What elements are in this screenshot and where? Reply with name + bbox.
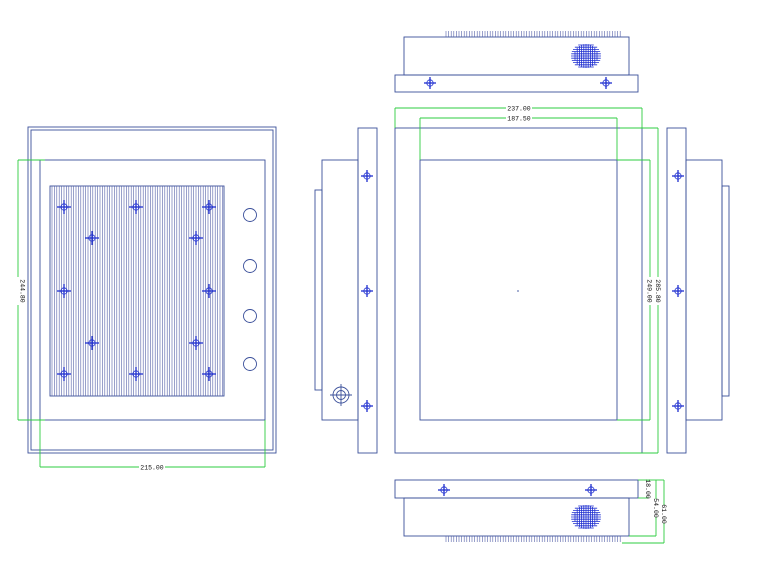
port-circle-icon bbox=[243, 259, 257, 273]
dim-body-depth: 54.00 bbox=[652, 498, 659, 518]
right-side-back-plate bbox=[721, 185, 730, 397]
port-circle-icon bbox=[243, 357, 257, 371]
screw-cross-icon bbox=[189, 336, 203, 350]
bottom-bezel bbox=[394, 479, 639, 499]
right-side-screws bbox=[672, 170, 684, 412]
back-heatsink-fins bbox=[51, 186, 223, 396]
dim-label-bg bbox=[645, 277, 654, 305]
front-bezel bbox=[394, 127, 643, 454]
top-screws bbox=[424, 77, 612, 89]
screw-cross-icon bbox=[57, 200, 71, 214]
screw-cross-icon bbox=[202, 367, 216, 381]
screw-cross-icon bbox=[189, 231, 203, 245]
fan-grille-icon bbox=[571, 44, 601, 68]
screw-cross-icon bbox=[361, 170, 373, 182]
top-view bbox=[394, 31, 639, 93]
screw-cross-icon bbox=[438, 484, 450, 496]
screw-cross-icon bbox=[57, 367, 71, 381]
dim-back-width: 215.00 bbox=[140, 465, 164, 472]
screw-cross-icon bbox=[85, 336, 99, 350]
back-screws bbox=[57, 200, 216, 381]
screw-cross-icon bbox=[672, 170, 684, 182]
back-dimensions bbox=[17, 159, 266, 468]
top-bezel bbox=[394, 74, 639, 93]
dim-front-outer-width: 237.00 bbox=[507, 106, 531, 113]
dim-total-depth: 61.00 bbox=[660, 504, 667, 524]
screw-cross-icon bbox=[129, 367, 143, 381]
screw-cross-icon bbox=[424, 77, 436, 89]
screw-cross-icon bbox=[361, 400, 373, 412]
dim-front-inner-width: 187.50 bbox=[507, 116, 531, 123]
front-screen bbox=[419, 159, 618, 421]
dim-front-inner-height: 249.00 bbox=[646, 279, 653, 303]
port-circle-icon bbox=[243, 208, 257, 222]
dim-label-bg bbox=[644, 481, 652, 497]
fan-grille-icon bbox=[571, 505, 601, 529]
back-view bbox=[27, 126, 277, 454]
dim-bezel-depth: 18.00 bbox=[644, 479, 651, 499]
bottom-heatsink-fins bbox=[445, 536, 621, 542]
back-outer-frame bbox=[27, 126, 277, 454]
bottom-screws bbox=[438, 484, 597, 496]
dim-back-height: 244.80 bbox=[19, 279, 26, 303]
dim-label-bg bbox=[652, 499, 660, 517]
port-circle-icon bbox=[243, 309, 257, 323]
dim-label-bg bbox=[506, 114, 532, 122]
left-side-body bbox=[321, 159, 359, 421]
right-side-body bbox=[685, 159, 723, 421]
screw-cross-icon bbox=[361, 285, 373, 297]
screw-cross-icon bbox=[202, 284, 216, 298]
back-panel bbox=[39, 159, 266, 421]
left-side-back-plate bbox=[314, 189, 323, 391]
screw-cross-icon bbox=[202, 200, 216, 214]
screw-cross-icon bbox=[600, 77, 612, 89]
screw-cross-icon bbox=[672, 285, 684, 297]
dim-label-bg bbox=[654, 277, 662, 305]
screw-cross-icon bbox=[672, 400, 684, 412]
left-side-screws bbox=[361, 170, 373, 412]
dim-label-bg bbox=[14, 277, 22, 305]
screw-cross-icon bbox=[585, 484, 597, 496]
front-view bbox=[394, 127, 643, 454]
screw-cross-icon bbox=[129, 200, 143, 214]
dim-label-bg bbox=[139, 463, 165, 471]
bottom-view bbox=[394, 479, 639, 542]
dim-front-outer-height: 285.80 bbox=[654, 279, 661, 303]
right-side-view bbox=[666, 127, 730, 454]
back-heatsink bbox=[49, 185, 225, 397]
back-outer-frame-inner bbox=[30, 129, 274, 451]
dim-label-bg bbox=[506, 104, 532, 112]
screw-cross-icon bbox=[85, 231, 99, 245]
screw-cross-icon bbox=[57, 284, 71, 298]
left-side-view bbox=[314, 127, 378, 454]
top-heatsink-fins bbox=[445, 31, 621, 37]
dim-label-bg bbox=[660, 505, 668, 523]
